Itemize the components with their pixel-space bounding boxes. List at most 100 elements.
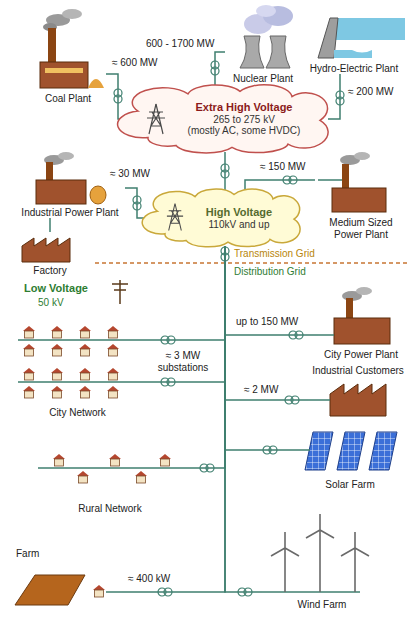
house-icons [53,454,65,466]
house-icons [79,368,91,380]
power-line [225,246,318,335]
coal-plant-icon [88,79,104,88]
wind-farm: Wind Farm [262,512,382,610]
capacity-label: ≈ 2 MW [242,384,280,396]
grid-label: Distribution Grid [232,266,308,278]
transformers [114,61,344,596]
house-icons [51,386,63,398]
industrial-plant-icon [36,152,106,204]
factory: Factory [15,232,85,276]
industrial-plant-icon [36,180,86,204]
voltage-label: 50 kV [36,297,66,309]
capacity-label: ≈ 400 kW [126,573,172,585]
house-icons [23,386,35,398]
grid-divider [95,262,407,264]
nuclear-plant-icon [240,5,293,68]
node-label: Industrial Customers [312,365,404,377]
city-plant-icon [318,287,390,344]
house-icons [77,471,89,483]
cloud-text: 265 to 275 kV [213,114,275,126]
coal-plant-icon [45,68,83,73]
customer-factory-icon [308,399,330,401]
coal-plant-icon [62,9,82,19]
cloud-text: Extra High Voltage [196,101,293,114]
hydro-plant-icon [318,18,405,58]
power-line [215,52,225,86]
house-icons [107,368,119,380]
house-icons [107,386,119,398]
house-icons [23,344,35,356]
coal-plant: Coal Plant [30,8,106,104]
node-label: City Network [49,407,106,419]
solar-panels [300,432,397,470]
city-plant-icon [356,287,372,295]
house-icons [51,326,63,338]
solar-panels [305,432,333,470]
capacity-label: ≈ 3 MW substations [150,350,216,373]
city-plant-icon [334,318,390,344]
node-label: Farm [16,548,39,560]
industrial-plant: Industrial Power Plant [15,152,125,218]
industrial-customers: Industrial Customers [308,365,408,423]
solar-farm: Solar Farm [300,428,400,490]
pylon-icon [167,204,183,231]
customer-factory-icon [308,384,386,416]
power-line [225,246,262,592]
factory-icon [22,238,70,262]
wind-turbines [262,591,360,593]
power-line [106,74,128,119]
house-icons [93,585,105,597]
house-icons [51,368,63,380]
nuclear-plant-icon [256,5,276,17]
farm: Farm [12,548,122,608]
power-line [122,246,225,592]
node-label: Solar Farm [325,479,374,491]
solar-panels [337,432,365,470]
house-icons [79,344,91,356]
city-plant: City Power Plant [318,290,404,360]
nuclear-plant-icon [266,36,290,68]
house-icons [135,471,147,483]
solar-panels [300,449,310,451]
capacity-label: 600 - 1700 MW [144,38,216,50]
house-icons [79,386,91,398]
cloud-text: (mostly AC, some HVDC) [188,125,301,137]
pylon-icon [147,104,165,134]
wind-turbines [271,532,299,592]
factory-icon [22,238,70,262]
node-label: City Power Plant [324,349,398,361]
pole-icon [112,280,128,304]
voltage-cloud: High Voltage110kV and up [150,190,300,246]
capacity-label: up to 150 MW [234,316,300,328]
medium-plant-icon [354,152,370,160]
hydro-plant: Hydro-Electric Plant [300,14,408,74]
farm-field [106,591,122,593]
house-icons [51,344,63,356]
power-line [49,218,51,232]
solar-panels [369,432,397,470]
hydro-plant-icon [330,18,405,40]
capacity-label: ≈ 150 MW [258,161,308,173]
house-icons [79,326,91,338]
voltage-label: Low Voltage [22,282,90,295]
node-label: Factory [33,265,66,277]
city-network: City Network [10,318,145,418]
power-line [145,246,225,382]
house-icons [159,454,171,466]
wind-turbines [341,532,369,592]
house-icons [23,326,35,338]
node-label: Nuclear Plant [233,73,293,85]
medium-plant-icon [318,152,386,212]
node-label: Industrial Power Plant [21,207,118,219]
nuclear-plant: Nuclear Plant [225,5,301,84]
wind-turbines [262,514,369,592]
power-line [224,152,226,190]
cloud-text: High Voltage [206,206,272,219]
medium-plant: Medium Sized Power Plant [315,160,407,240]
hydro-plant-icon [334,50,372,58]
rural-wires [38,468,190,469]
power-line [125,188,150,218]
medium-plant-icon [332,188,386,212]
rural-network: Rural Network [30,452,190,514]
